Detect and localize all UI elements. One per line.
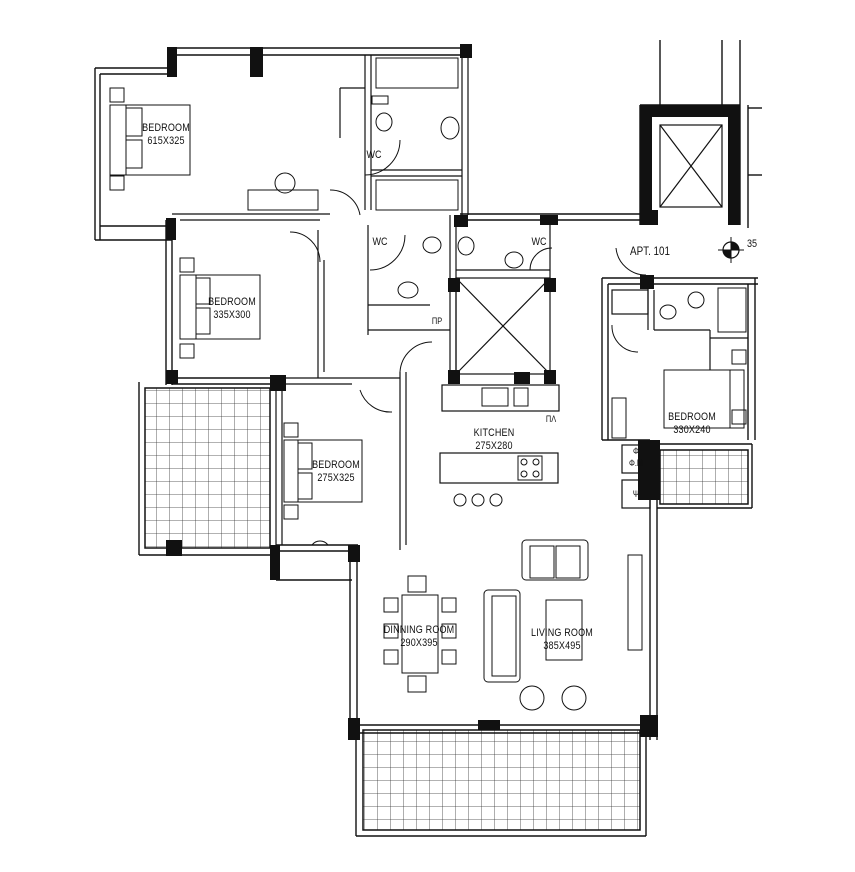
duct-label-pp: ΠΡ xyxy=(431,316,443,326)
room-size: 385X495 xyxy=(543,640,581,652)
duct-label-psi: Ψ xyxy=(632,489,640,499)
balcony-bottom xyxy=(362,729,641,831)
inner-walls xyxy=(172,48,748,550)
duct-label-phi: Φ xyxy=(633,446,639,456)
room-label-kitchen: KITCHEN 275X280 xyxy=(468,427,520,453)
door-swings xyxy=(289,139,647,546)
balcony-left xyxy=(144,387,271,549)
room-size: 615X325 xyxy=(147,135,185,147)
room-label-bedroom-1: BEDROOM 615X325 xyxy=(140,122,192,148)
room-label-dining: DINNING ROOM 290X395 xyxy=(384,624,455,650)
room-size: 330X240 xyxy=(673,424,711,436)
duct-label-fm: Φ.Μ xyxy=(628,458,644,468)
room-name: KITCHEN xyxy=(473,427,515,439)
room-size: 275X325 xyxy=(317,472,355,484)
duct-label-pl: ΠΛ xyxy=(545,414,557,424)
room-size: 335X300 xyxy=(213,309,251,321)
room-name: BEDROOM xyxy=(312,459,360,471)
room-label-living: LIVING ROOM 385X495 xyxy=(529,627,595,653)
apartment-label: APT. 101 xyxy=(630,244,670,258)
wc-label: WC xyxy=(366,149,382,161)
room-name: BEDROOM xyxy=(668,411,716,423)
room-label-bedroom-2: BEDROOM 335X300 xyxy=(206,296,258,322)
room-name: DINNING ROOM xyxy=(383,624,455,636)
wc-label: WC xyxy=(372,236,388,248)
room-label-bedroom-4: BEDROOM 330X240 xyxy=(666,411,718,437)
balcony-right xyxy=(659,449,749,505)
room-label-bedroom-3: BEDROOM 275X325 xyxy=(310,459,362,485)
north-marker-icon xyxy=(718,237,744,263)
north-marker-label: 35 xyxy=(746,238,758,250)
structural-columns xyxy=(166,44,740,740)
wc-label: WC xyxy=(531,236,547,248)
furniture xyxy=(109,57,747,711)
room-name: BEDROOM xyxy=(142,122,190,134)
room-name: LIVING ROOM xyxy=(531,627,593,639)
room-size: 290X395 xyxy=(400,637,438,649)
room-size: 275X280 xyxy=(475,440,513,452)
room-name: BEDROOM xyxy=(208,296,256,308)
